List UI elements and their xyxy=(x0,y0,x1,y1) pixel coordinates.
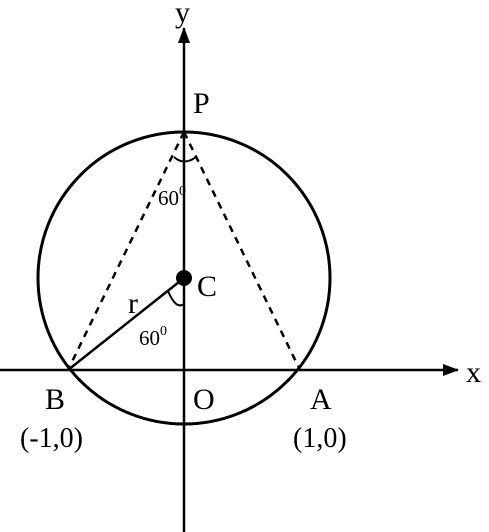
angle-p-value: 60 xyxy=(158,186,179,210)
radius-cb xyxy=(67,277,185,371)
angle-c-label: 600 xyxy=(139,324,167,350)
coord-b-label: (-1,0) xyxy=(20,423,83,454)
center-point-c xyxy=(176,270,192,286)
x-axis-label: x xyxy=(466,356,481,389)
point-p-label: P xyxy=(193,87,210,120)
chord-pa xyxy=(182,131,302,371)
angle-arc-p xyxy=(173,156,197,163)
chord-pb xyxy=(66,131,186,371)
angle-c-degree: 0 xyxy=(160,324,167,339)
point-a-label: A xyxy=(310,383,332,416)
angle-p-label: 600 xyxy=(158,184,186,210)
coord-a-label: (1,0) xyxy=(293,423,347,454)
point-o-label: O xyxy=(193,383,215,416)
angle-c-value: 60 xyxy=(139,326,160,350)
point-c-label: C xyxy=(197,270,217,303)
radius-label: r xyxy=(128,287,138,320)
y-axis-label: y xyxy=(175,0,190,29)
angle-p-degree: 0 xyxy=(179,184,186,199)
angle-arc-c xyxy=(167,290,185,307)
point-b-label: B xyxy=(45,383,65,416)
